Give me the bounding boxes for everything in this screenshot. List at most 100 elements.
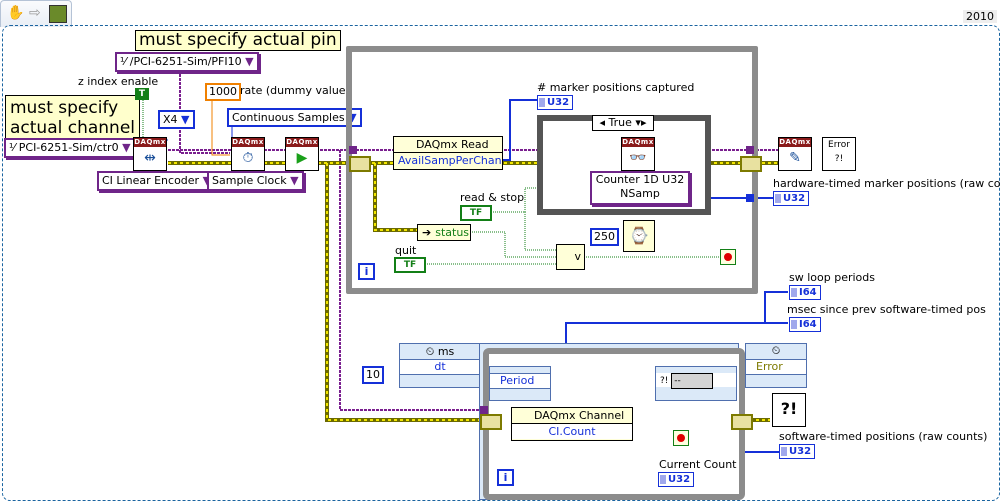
sw-loop-periods-indicator[interactable]: I64 — [789, 285, 821, 300]
channel-type-selector[interactable]: CI Linear Encoder ▼ — [97, 171, 217, 191]
timed-loop-input-header: ⏲ ms — [400, 344, 480, 359]
data-tunnel-out — [746, 194, 754, 202]
arrow-icon: ➔ — [422, 226, 432, 239]
wire-rate — [211, 95, 230, 156]
daqmx-timing-vi[interactable]: DAQmx ⏱ — [231, 137, 265, 171]
iteration-terminal: i — [358, 263, 375, 280]
property-node-title: DAQmx Channel — [512, 408, 632, 424]
note-line-1: must specify — [10, 98, 119, 118]
input-unit: ms — [437, 345, 455, 358]
chevron-down-icon[interactable]: ▼ — [290, 174, 299, 187]
timing-type-selector[interactable]: Sample Clock ▼ — [207, 171, 304, 191]
chevron-down-icon[interactable]: ▼ — [245, 55, 254, 68]
hw-markers-label: hardware-timed marker positions (raw cou… — [773, 177, 1001, 190]
sw-positions-label: software-timed positions (raw counts) — [779, 430, 988, 443]
tl-shift-register-right — [731, 414, 753, 430]
note-line-2: actual channel — [10, 118, 136, 138]
read-stop-control[interactable]: TF — [460, 205, 492, 221]
daqmx-read-property-node[interactable]: DAQmx Read AvailSampPerChan — [393, 136, 503, 170]
case-selector-value: True — [608, 116, 632, 129]
error-output-terminal[interactable]: Error — [746, 359, 806, 375]
wire-pfi — [179, 70, 230, 154]
daqmx-channel-property-node[interactable]: DAQmx Channel CI.Count — [511, 407, 633, 441]
clear-errors-vi[interactable]: ?! — [772, 393, 806, 427]
sw-loop-periods-label: sw loop periods — [789, 271, 875, 284]
timing-type-value: Sample Clock — [212, 174, 287, 187]
timed-loop-output-node: ⏲ Error — [745, 343, 807, 388]
daqmx-read-vi[interactable]: DAQmx 👓 — [621, 137, 655, 171]
decoding-value: X4 — [163, 113, 178, 126]
vi-header: DAQmx — [232, 138, 264, 147]
shift-register-right — [740, 156, 762, 172]
period-terminal[interactable]: Period — [490, 373, 550, 389]
glasses-icon: 👓 — [629, 150, 647, 166]
read-type-line2: NSamp — [620, 187, 660, 200]
chevron-down-icon[interactable]: ▼ — [181, 113, 190, 126]
chevron-down-icon[interactable]: ▼ — [348, 111, 357, 124]
right-node-value[interactable]: -- — [671, 373, 714, 389]
rate-constant[interactable]: 1000 — [205, 83, 241, 101]
sample-mode-value: Continuous Samples — [232, 111, 345, 124]
chevron-down-icon[interactable]: ▼ — [203, 174, 211, 187]
task-tunnel-out — [746, 146, 754, 154]
wire-task-lower — [339, 150, 490, 411]
left-data-node: Period — [489, 366, 551, 401]
pfi-terminal-constant[interactable]: ⅟ /PCI-6251-Sim/PFI10 ▼ — [115, 52, 259, 72]
vi-header: DAQmx — [134, 138, 166, 147]
pfi-value: /PCI-6251-Sim/PFI10 — [129, 55, 242, 68]
right-data-row: ?! -- — [656, 373, 736, 389]
vi-icon[interactable] — [49, 5, 67, 23]
property-node-title: DAQmx Read — [394, 137, 502, 153]
diagram-frame — [2, 25, 1000, 501]
wire-avail — [503, 99, 537, 161]
marker-count-indicator[interactable]: U32 — [537, 95, 574, 110]
tl-shift-register-left — [480, 414, 502, 430]
play-icon: ▶ — [296, 150, 308, 166]
prev-case-icon[interactable]: ◂ — [599, 116, 606, 129]
arrow-right-icon[interactable]: ⇨ — [29, 5, 41, 21]
wait-ms-constant[interactable]: 250 — [590, 228, 619, 246]
read-stop-label: read & stop — [460, 191, 525, 204]
counter-channel-constant[interactable]: ⅟ PCI-6251-Sim/ctr0 ▼ — [4, 138, 136, 158]
property-item[interactable]: AvailSampPerChan — [398, 154, 502, 167]
tl-stop-terminal — [673, 430, 689, 446]
marker-count-label: # marker positions captured — [537, 81, 695, 94]
right-data-node: ?! -- — [655, 366, 737, 401]
property-item[interactable]: CI.Count — [512, 424, 632, 439]
tl-iteration-terminal: i — [497, 469, 514, 486]
status-label: status — [435, 226, 470, 239]
z-index-constant[interactable]: T — [135, 88, 149, 100]
sw-positions-indicator[interactable]: U32 — [779, 444, 816, 459]
loop-stop-terminal — [720, 249, 736, 265]
next-case-icon[interactable]: ▸ — [640, 116, 647, 129]
right-node-prefix: ?! — [660, 376, 669, 386]
daqmx-start-vi[interactable]: DAQmx ▶ — [285, 137, 319, 171]
dt-constant[interactable]: 10 — [362, 366, 384, 384]
sample-mode-enum[interactable]: Continuous Samples ▼ — [227, 108, 362, 127]
wait-ms-icon: ⌚ — [623, 220, 655, 252]
input-dt[interactable]: dt — [400, 359, 480, 375]
vi-header: DAQmx — [286, 138, 318, 147]
read-type-selector[interactable]: Counter 1D U32 NSamp — [590, 171, 690, 205]
case-selector[interactable]: ◂ True ▾▸ — [592, 115, 654, 131]
daqmx-create-channel-vi[interactable]: DAQmx ⇹ — [133, 137, 167, 171]
simple-error-handler-vi[interactable]: Error ?! — [822, 137, 856, 171]
msec-since-indicator[interactable]: I64 — [789, 317, 821, 332]
current-count-indicator[interactable]: U32 — [658, 472, 695, 487]
decoding-enum[interactable]: X4 ▼ — [158, 110, 195, 129]
ctr-value: PCI-6251-Sim/ctr0 — [18, 141, 119, 154]
toolbar: ✋ ⇨ — [0, 0, 72, 27]
vi-header: DAQmx — [779, 138, 811, 147]
current-count-label: Current Count — [659, 458, 737, 471]
hw-markers-indicator[interactable]: U32 — [773, 191, 810, 206]
io-icon: ⅟ — [120, 55, 127, 68]
quit-control[interactable]: TF — [394, 257, 426, 273]
chevron-down-icon[interactable]: ▾ — [635, 116, 641, 129]
clock-icon: ⏲ — [771, 344, 781, 357]
hand-icon[interactable]: ✋ — [7, 5, 25, 21]
error-icon: Error ?! — [828, 140, 850, 164]
timed-loop-input-node: ⏲ ms dt — [399, 343, 481, 388]
daqmx-clear-task-vi[interactable]: DAQmx ✎ — [778, 137, 812, 171]
clear-errors-icon: ?! — [780, 399, 798, 418]
chevron-down-icon[interactable]: ▼ — [122, 141, 131, 154]
